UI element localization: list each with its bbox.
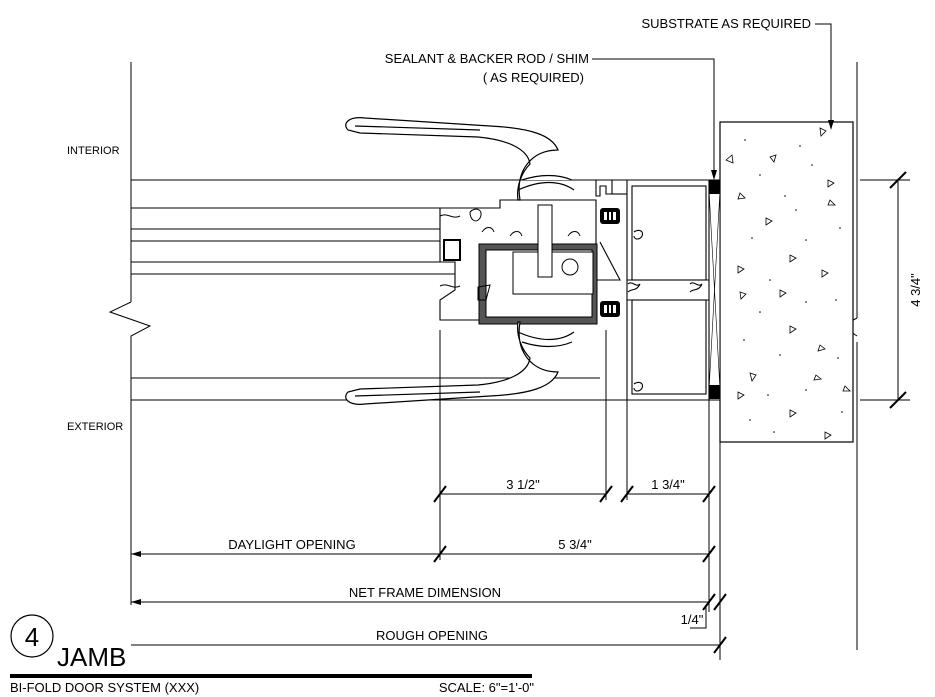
frame-extrusion: [595, 179, 710, 401]
substrate-label: SUBSTRATE AS REQUIRED: [641, 16, 811, 31]
dimension-1-3-4: 1 3/4": [651, 477, 685, 492]
concrete-substrate: [719, 121, 854, 443]
scale-note: SCALE: 6"=1'-0": [439, 680, 535, 695]
net-frame-dimension-label: NET FRAME DIMENSION: [349, 585, 501, 600]
leader-arrowheads: [711, 120, 834, 180]
dimension-ticks: [433, 171, 907, 654]
dimension-lines: [131, 179, 910, 660]
detail-number-circle: [10, 614, 54, 658]
dimension-arrowheads: [131, 551, 141, 605]
door-stile: [439, 199, 598, 325]
sealant-label-line1: SEALANT & BACKER ROD / SHIM: [385, 51, 589, 66]
sealant-joint: [708, 179, 721, 401]
handle-exterior: [345, 321, 575, 405]
dimension-5-3-4: 5 3/4": [558, 537, 592, 552]
title-block: 4 JAMB BI-FOLD DOOR SYSTEM (XXX) SCALE: …: [10, 614, 535, 695]
system-name: BI-FOLD DOOR SYSTEM (XXX): [10, 680, 199, 695]
title-underline: [10, 674, 532, 678]
handle-interior: [345, 117, 575, 201]
detail-number: 4: [25, 622, 39, 652]
interior-label: INTERIOR: [67, 145, 120, 157]
dimension-3-1-2: 3 1/2": [506, 477, 540, 492]
dimension-1-4: 1/4": [681, 612, 704, 627]
leaders: [592, 23, 832, 172]
dimension-4-3-4: 4 3/4": [908, 273, 923, 307]
detail-title: JAMB: [57, 642, 126, 672]
rough-opening-label: ROUGH OPENING: [376, 628, 488, 643]
gaskets: [600, 208, 620, 317]
daylight-opening-label: DAYLIGHT OPENING: [228, 537, 355, 552]
exterior-label: EXTERIOR: [67, 421, 123, 433]
sealant-label-line2: ( AS REQUIRED): [483, 70, 584, 85]
